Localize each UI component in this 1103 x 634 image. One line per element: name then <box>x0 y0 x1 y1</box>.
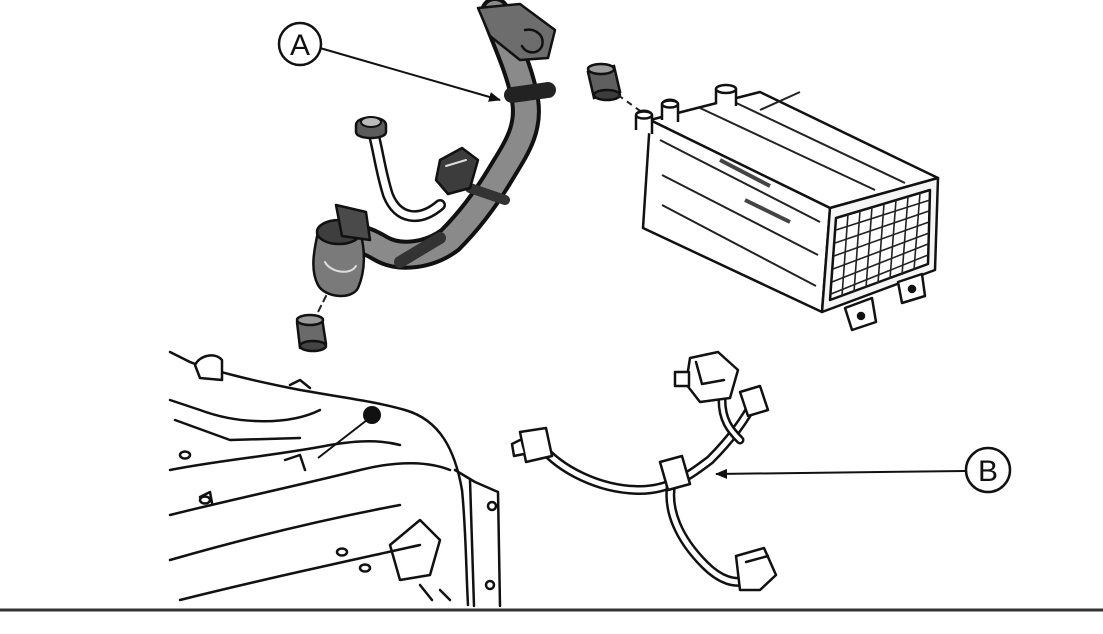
callout-b: B <box>715 446 1012 494</box>
charcoal-canister <box>634 83 940 332</box>
harness-connector-left <box>510 426 554 464</box>
callout-b-arrow <box>715 468 966 479</box>
callout-a-arrow <box>319 47 501 102</box>
purge-valve-body <box>312 203 372 298</box>
harness-connector-right <box>738 384 770 418</box>
callout-a-circle <box>277 21 323 67</box>
callout-a-label: A <box>290 29 310 62</box>
wiring-harness <box>510 350 778 592</box>
callout-b-circle <box>964 446 1012 494</box>
vehicle-body-panel <box>168 350 502 608</box>
harness-connector-bottom <box>734 546 778 592</box>
vapor-hose-assembly <box>295 0 557 353</box>
callout-b-label: B <box>978 455 998 488</box>
mount-location-dot <box>363 406 381 424</box>
harness-clip <box>658 454 692 492</box>
mount-location-leader <box>317 419 368 459</box>
hose-top-fitting <box>476 2 557 62</box>
rubber-grommet-left <box>295 313 328 353</box>
hose-side-connector <box>434 146 480 196</box>
harness-connector-top <box>673 350 740 404</box>
rubber-grommet-right <box>586 62 622 102</box>
callout-a: A <box>277 21 501 102</box>
